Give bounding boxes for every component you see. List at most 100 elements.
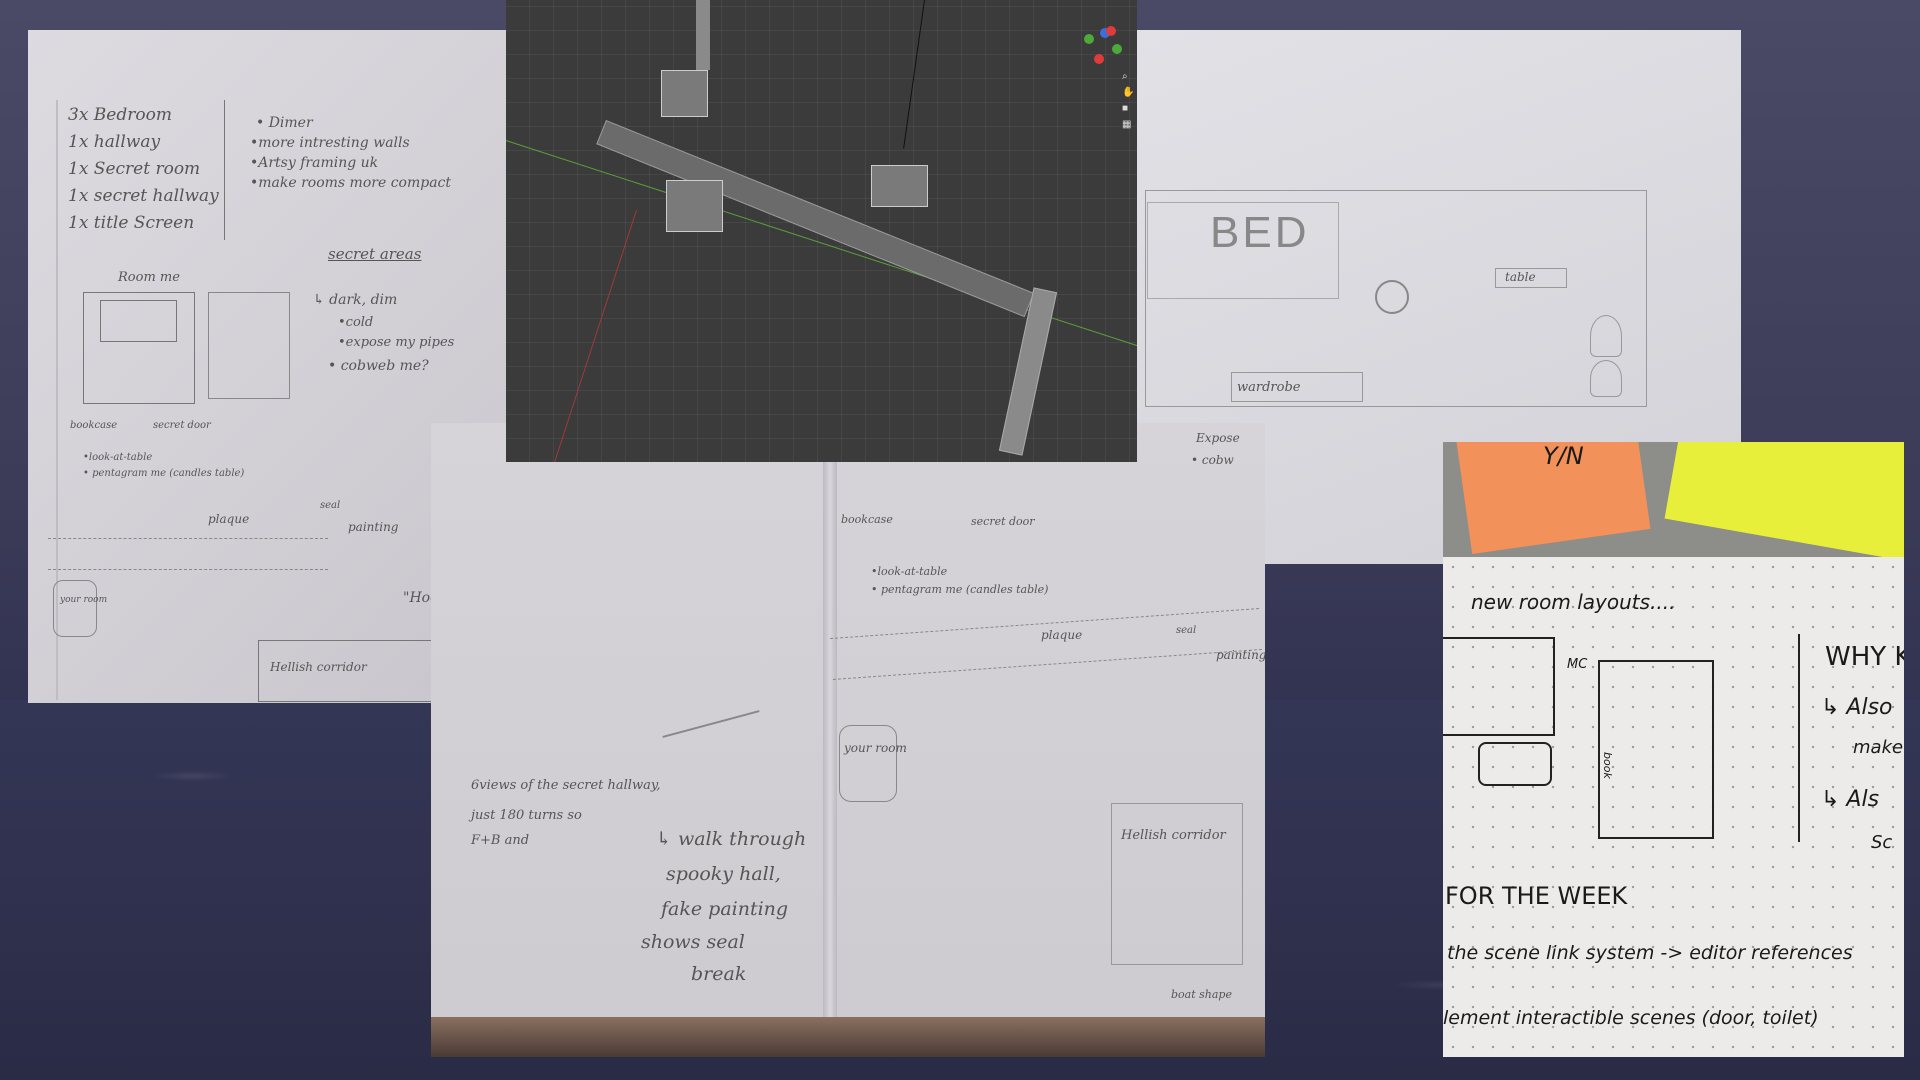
pan-hand-icon[interactable]: ✋ [1122,87,1135,98]
secret-heading: secret areas [328,245,422,263]
x-axis-line [506,140,1137,420]
secret-note: • cobweb me? [328,358,429,374]
secret-note: •cold [338,315,374,330]
spread-note: boat shape [1171,988,1232,1001]
small-note: secret door [153,420,211,431]
camera-icon[interactable]: ■ [1122,103,1129,114]
spread-note: • cobw [1191,453,1234,467]
wardrobe-label: wardrobe [1237,380,1301,395]
note: • Dimer [256,115,313,131]
walk-note: ↳ walk through [656,828,807,850]
layout-sketch [1598,660,1714,839]
layout-sketch [1478,742,1552,786]
hallway-sketch [48,538,328,570]
walk-note: fake painting [661,898,789,920]
hellish-label: Hellish corridor [1121,828,1226,843]
layout-sketch [1443,637,1555,736]
small-note: bookcase [70,420,118,431]
dotted-page [1443,557,1904,1057]
title-screen-sketch [1111,803,1243,965]
sc-label: Sc [1871,832,1893,853]
room-model [661,70,708,117]
room-label: Room me [118,270,180,285]
table-label: table [1505,270,1536,284]
todo-line: the scene link system -> editor referenc… [1447,942,1853,964]
sticky-note-yellow [1664,442,1904,564]
bed-label: BED [1210,208,1310,257]
mc-label: MC [1567,657,1588,672]
your-room-label: your room [844,741,907,755]
toilet-sketch [1590,315,1622,357]
room-model [871,165,928,207]
spread-note: secret door [971,515,1035,528]
todo-line: lement interactible scenes (door, toilet… [1443,1007,1819,1029]
gizmo-y-icon[interactable] [1084,34,1094,44]
room-sketch [100,300,177,342]
also-label: ↳ Als [1821,787,1880,812]
also-label: ↳ Also [1821,695,1893,720]
hall-note: painting [348,520,399,534]
walk-note: break [691,963,747,985]
small-note: • pentagram me (candles table) [83,468,245,479]
why-label: WHY K [1825,642,1904,672]
list-item: 1x title Screen [68,213,195,233]
note: •more intresting walls [250,135,410,151]
corridor-sketch [662,710,760,738]
list-item: 1x Secret room [68,159,201,179]
note: •make rooms more compact [250,175,452,191]
hall-note: plaque [208,512,250,526]
your-room-sketch [839,725,897,802]
gizmo-x-neg-icon[interactable] [1106,26,1116,36]
spread-note: 6views of the secret hallway, [471,778,661,793]
wall-model [998,287,1058,456]
bed-sketch [1147,202,1339,299]
zoom-icon[interactable]: ⌕ [1122,71,1128,82]
wall-model [696,0,710,70]
spread-note: painting [1216,648,1265,662]
gizmo-x-icon[interactable] [1094,54,1104,64]
gizmo-z-icon[interactable] [1100,28,1110,38]
note: •Artsy framing uk [250,155,379,171]
navigation-gizmo[interactable] [1082,24,1122,64]
your-room-sketch [53,580,97,637]
hallway-sketch [830,608,1262,680]
room-outline [1145,190,1647,407]
wall-model [596,120,1035,318]
spread-note: • pentagram me (candles table) [871,583,1049,596]
sticky-yn: Y/N [1543,442,1584,470]
wardrobe-sketch [1231,372,1363,402]
book-label: book [1601,752,1614,779]
spread-note: plaque [1041,628,1083,642]
spread-note: seal [1176,625,1197,636]
for-week-heading: FOR THE WEEK [1445,882,1628,910]
notebook-spread-photo: 6views of the secret hallway, just 180 t… [431,423,1265,1057]
spread-note: F+B and [471,833,530,848]
secret-note: ↳ dark, dim [313,292,398,308]
light-sketch [1375,280,1409,314]
table-sketch [1495,268,1567,288]
hall-note: seal [320,500,341,511]
notebook-heading: new room layouts.... [1471,590,1676,614]
toilet-sketch [1590,360,1622,397]
grid-icon[interactable]: ▦ [1122,119,1132,130]
3d-viewport[interactable]: ⌕ ✋ ■ ▦ [506,0,1137,462]
spread-note: Expose [1196,431,1240,445]
dotted-notebook-photo: Y/N new room layouts.... MC book WHY K ↳… [1443,442,1904,1057]
panel-sketch [208,292,290,399]
camera-line [903,0,925,149]
hall-note: your room [60,595,108,605]
list-item: 1x hallway [68,132,161,152]
walk-note: shows seal [641,931,745,953]
small-note: •look-at-table [83,452,153,463]
list-item: 1x secret hallway [68,186,219,206]
hall-note: Hellish corridor [270,660,367,674]
room-model [666,180,723,232]
gizmo-y-neg-icon[interactable] [1112,44,1122,54]
walk-note: spooky hall, [666,863,781,885]
secret-note: •expose my pipes [338,335,455,350]
spread-note: •look-at-table [871,565,948,578]
spread-note: bookcase [841,513,893,526]
y-axis-line [543,210,637,462]
make-label: make [1853,737,1904,758]
list-item: 3x Bedroom [68,105,172,125]
